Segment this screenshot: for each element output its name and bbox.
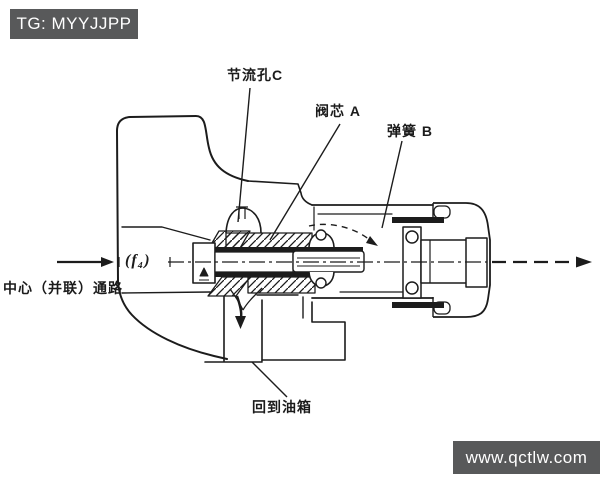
label-spring-b: 弹簧 B [387,123,433,139]
leader-valve-core [269,123,341,241]
leader-lines [237,87,403,398]
centerline [118,257,487,267]
spring-retainer [392,217,468,308]
label-valve-core-a: 阀芯 A [315,103,361,119]
leader-spring [381,140,403,229]
leader-throttle-hole [237,87,251,223]
leader-return-tank [251,361,288,398]
tank-flow-arrow [235,295,243,318]
valve-body-outline [116,115,313,363]
label-throttle-hole-c: 节流孔C [227,67,284,83]
valve-spool [192,229,365,289]
label-center-parallel-passage: 中心（并联）通路 [3,280,123,296]
label-return-to-tank: 回到油箱 [252,399,312,415]
watermark-bottom-right: www.qctlw.com [453,441,600,474]
throttle-dome [225,206,262,234]
spring-direction-arrow [308,223,372,242]
label-flow-coefficient-f4: (f₄) [125,252,151,269]
flow-arrows [57,223,592,329]
watermark-top-left: TG: MYYJJPP [10,9,138,39]
